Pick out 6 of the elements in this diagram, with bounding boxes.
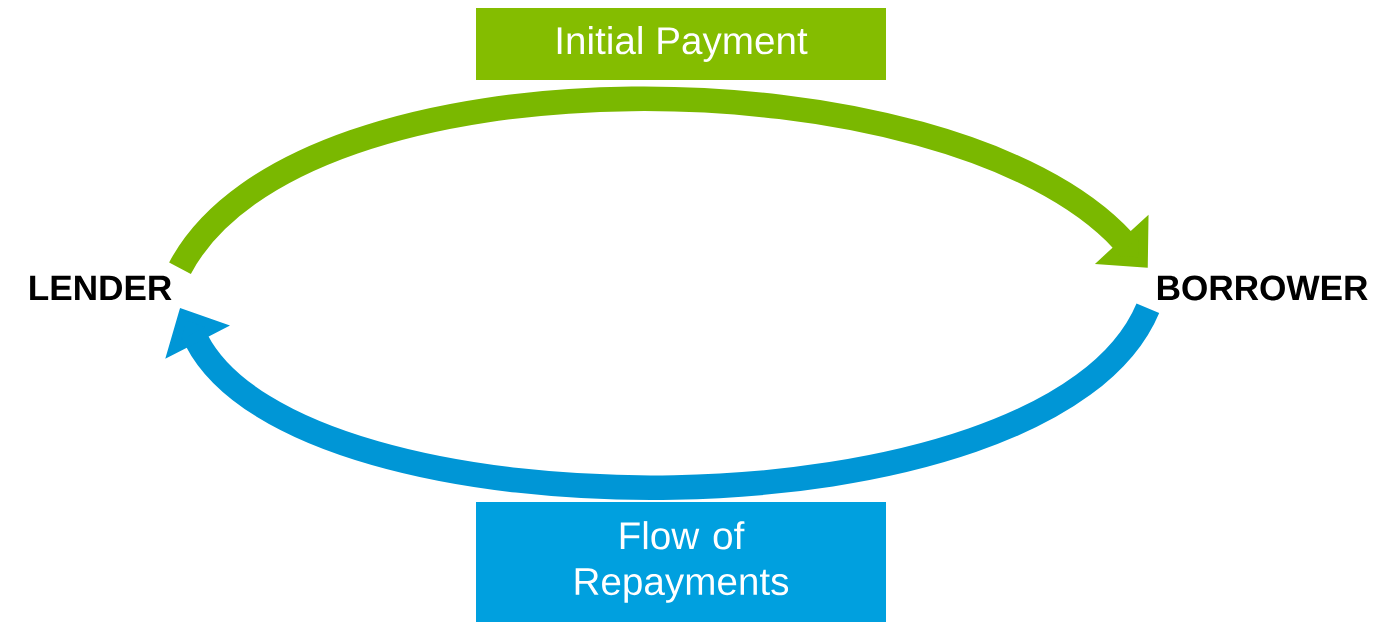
party-label: LENDER xyxy=(30,275,172,301)
curved-arrow xyxy=(170,86,1149,276)
label-box: Flow of Repayments xyxy=(476,502,886,622)
label-box: Initial Payment xyxy=(476,8,886,80)
curved-arrow xyxy=(165,301,1158,500)
party-label: BORROWER xyxy=(1157,275,1368,301)
